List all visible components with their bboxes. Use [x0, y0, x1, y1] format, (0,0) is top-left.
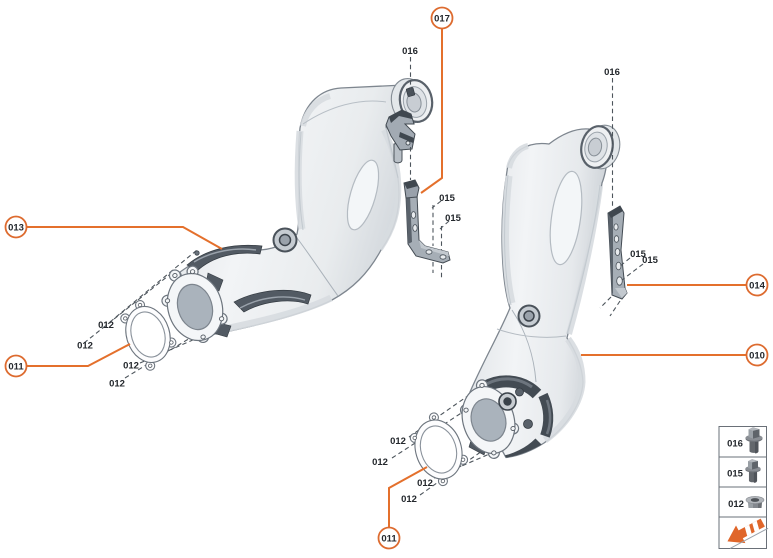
svg-text:011: 011 [8, 362, 24, 373]
svg-text:011: 011 [381, 534, 397, 545]
svg-text:012: 012 [123, 361, 139, 372]
svg-text:012: 012 [401, 494, 417, 505]
svg-text:012: 012 [390, 436, 406, 447]
svg-text:012: 012 [417, 478, 433, 489]
svg-text:016: 016 [604, 67, 620, 78]
svg-text:015: 015 [439, 193, 456, 204]
svg-text:015: 015 [727, 469, 744, 480]
svg-text:012: 012 [728, 499, 744, 510]
svg-text:012: 012 [98, 320, 114, 331]
svg-text:012: 012 [77, 341, 93, 352]
svg-text:017: 017 [434, 14, 450, 25]
svg-text:015: 015 [642, 255, 659, 266]
svg-text:014: 014 [749, 281, 766, 292]
svg-text:010: 010 [749, 351, 765, 362]
svg-text:012: 012 [109, 379, 125, 390]
svg-text:013: 013 [8, 223, 24, 234]
svg-text:016: 016 [727, 439, 743, 450]
svg-text:015: 015 [445, 213, 462, 224]
svg-text:015: 015 [630, 249, 647, 260]
svg-text:016: 016 [402, 46, 418, 57]
svg-text:012: 012 [372, 457, 388, 468]
